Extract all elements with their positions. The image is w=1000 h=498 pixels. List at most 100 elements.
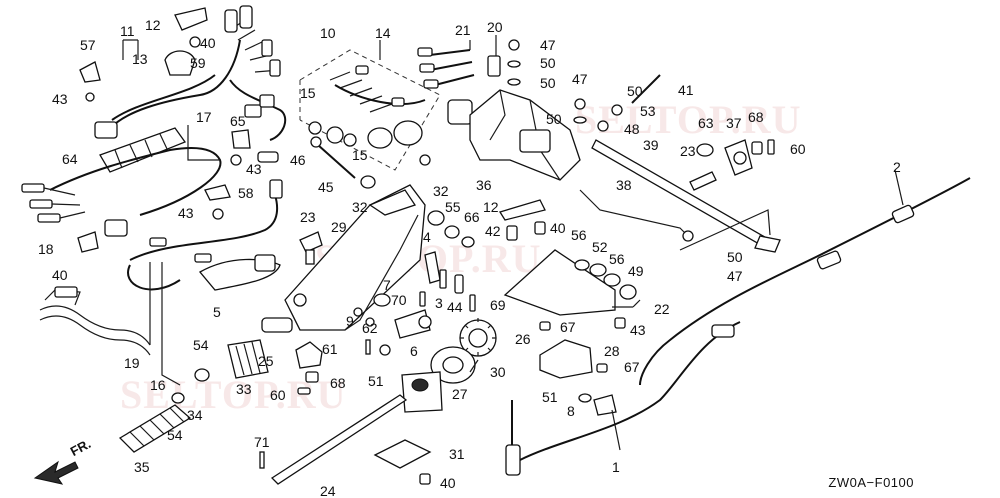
callout-47b: 47 [572, 71, 588, 87]
clamp-59 [164, 50, 196, 76]
callout-25: 25 [258, 353, 274, 369]
harness-17 [21, 147, 222, 237]
callout-8: 8 [567, 403, 575, 419]
rod-39 [591, 139, 781, 253]
callout-27: 27 [452, 386, 468, 402]
callout-69: 69 [490, 297, 506, 313]
diagram-code: ZW0A−F0100 [828, 475, 914, 490]
bolt-43a [212, 154, 242, 220]
callout-40c: 40 [550, 220, 566, 236]
callout-1: 1 [612, 459, 620, 475]
callout-40b: 40 [52, 267, 68, 283]
coil-cord-19 [39, 286, 151, 356]
callout-43d: 43 [630, 322, 646, 338]
callout-54a: 54 [193, 337, 209, 353]
callout-31: 31 [449, 446, 465, 462]
watermark: SELTOP.RU [575, 97, 802, 142]
spring-washers [353, 293, 391, 327]
callout-41: 41 [678, 82, 694, 98]
tiller-handle-29 [261, 184, 426, 333]
bolt-45 [310, 136, 356, 179]
plate-22 [503, 249, 616, 316]
callout-68a: 68 [748, 109, 764, 125]
callout-47c: 47 [727, 268, 743, 284]
throttle-cable-2 [639, 177, 971, 386]
harness-outline [299, 49, 441, 171]
callout-16: 16 [150, 377, 166, 393]
callout-51a: 51 [368, 373, 384, 389]
clip-58 [204, 184, 231, 201]
callout-2: 2 [893, 159, 901, 175]
clip-20 [487, 55, 501, 77]
callout-30: 30 [490, 364, 506, 380]
pin-71 [259, 451, 265, 469]
callout-50a: 50 [540, 55, 556, 71]
callout-59: 59 [190, 55, 206, 71]
nut-washer-stack [507, 39, 623, 132]
callout-19: 19 [124, 355, 140, 371]
callout-34: 34 [187, 407, 203, 423]
bracket-36 [469, 89, 581, 181]
callout-38: 38 [616, 177, 632, 193]
callout-66: 66 [464, 209, 480, 225]
callout-37: 37 [726, 115, 742, 131]
callout-33: 33 [236, 381, 252, 397]
front-arrow-icon [33, 460, 79, 485]
connector-18 [77, 231, 99, 253]
callout-50d: 50 [727, 249, 743, 265]
leader-lines [122, 35, 904, 451]
callout-5: 5 [213, 304, 221, 320]
pulley-30 [430, 346, 476, 384]
callout-12a: 12 [145, 17, 161, 33]
bushing-group [360, 175, 475, 248]
clip-12 [174, 7, 208, 31]
callout-64: 64 [62, 151, 78, 167]
callout-40a: 40 [200, 35, 216, 51]
shaft-24 [270, 394, 408, 485]
callout-35: 35 [134, 459, 150, 475]
callout-6: 6 [410, 343, 418, 359]
callout-61: 61 [322, 341, 338, 357]
stop-switch-5 [199, 254, 281, 291]
harness-21 [417, 47, 475, 125]
callout-15a: 15 [300, 85, 316, 101]
callout-24: 24 [320, 483, 336, 498]
small-parts-mid [419, 251, 476, 312]
bolt-40b [419, 473, 431, 485]
shift-cable-1 [505, 321, 741, 476]
washers-right [574, 259, 637, 300]
callout-65: 65 [230, 113, 246, 129]
callout-39: 39 [643, 137, 659, 153]
callout-47a: 47 [540, 37, 556, 53]
callout-13: 13 [132, 51, 148, 67]
throttle-grip-group [118, 339, 269, 453]
callout-23b: 23 [680, 143, 696, 159]
callout-4: 4 [423, 229, 431, 245]
callout-14: 14 [375, 25, 391, 41]
callout-21: 21 [455, 22, 471, 38]
callout-9: 9 [346, 313, 354, 329]
callout-53: 53 [640, 103, 656, 119]
callout-68b: 68 [330, 375, 346, 391]
shift-lever-6 [394, 309, 432, 339]
callout-17: 17 [196, 109, 212, 125]
callout-7: 7 [383, 277, 391, 293]
callout-40d: 40 [440, 475, 456, 491]
friction-knob-23 [299, 231, 323, 265]
left-wire-harness [94, 5, 287, 141]
clamp-57 [79, 61, 101, 102]
callout-55: 55 [445, 199, 461, 215]
callout-15b: 15 [352, 147, 368, 163]
callout-43b: 43 [246, 161, 262, 177]
callout-48: 48 [624, 121, 640, 137]
harness-16 [127, 179, 283, 291]
callout-50e: 50 [627, 83, 643, 99]
callout-49: 49 [628, 263, 644, 279]
callout-70: 70 [391, 292, 407, 308]
bracket-27 [401, 371, 443, 413]
callout-50c: 50 [546, 111, 562, 127]
callout-60b: 60 [270, 387, 286, 403]
callout-23a: 23 [300, 209, 316, 225]
callout-52: 52 [592, 239, 608, 255]
